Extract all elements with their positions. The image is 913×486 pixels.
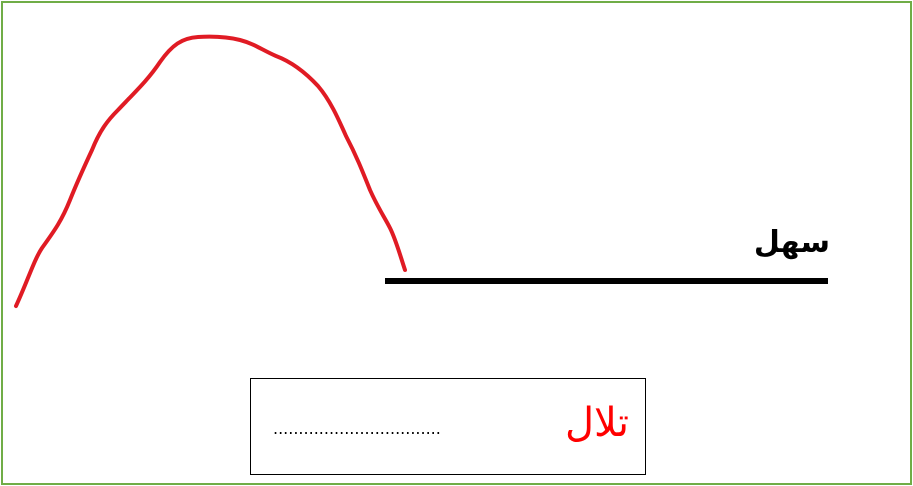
plain-label: سهل xyxy=(753,225,830,260)
answer-blank: ................................. xyxy=(273,419,441,438)
hills-answer-word: تلال xyxy=(564,400,629,446)
hill-curve-icon xyxy=(14,34,407,308)
answer-box: تلال ................................. xyxy=(250,378,646,475)
